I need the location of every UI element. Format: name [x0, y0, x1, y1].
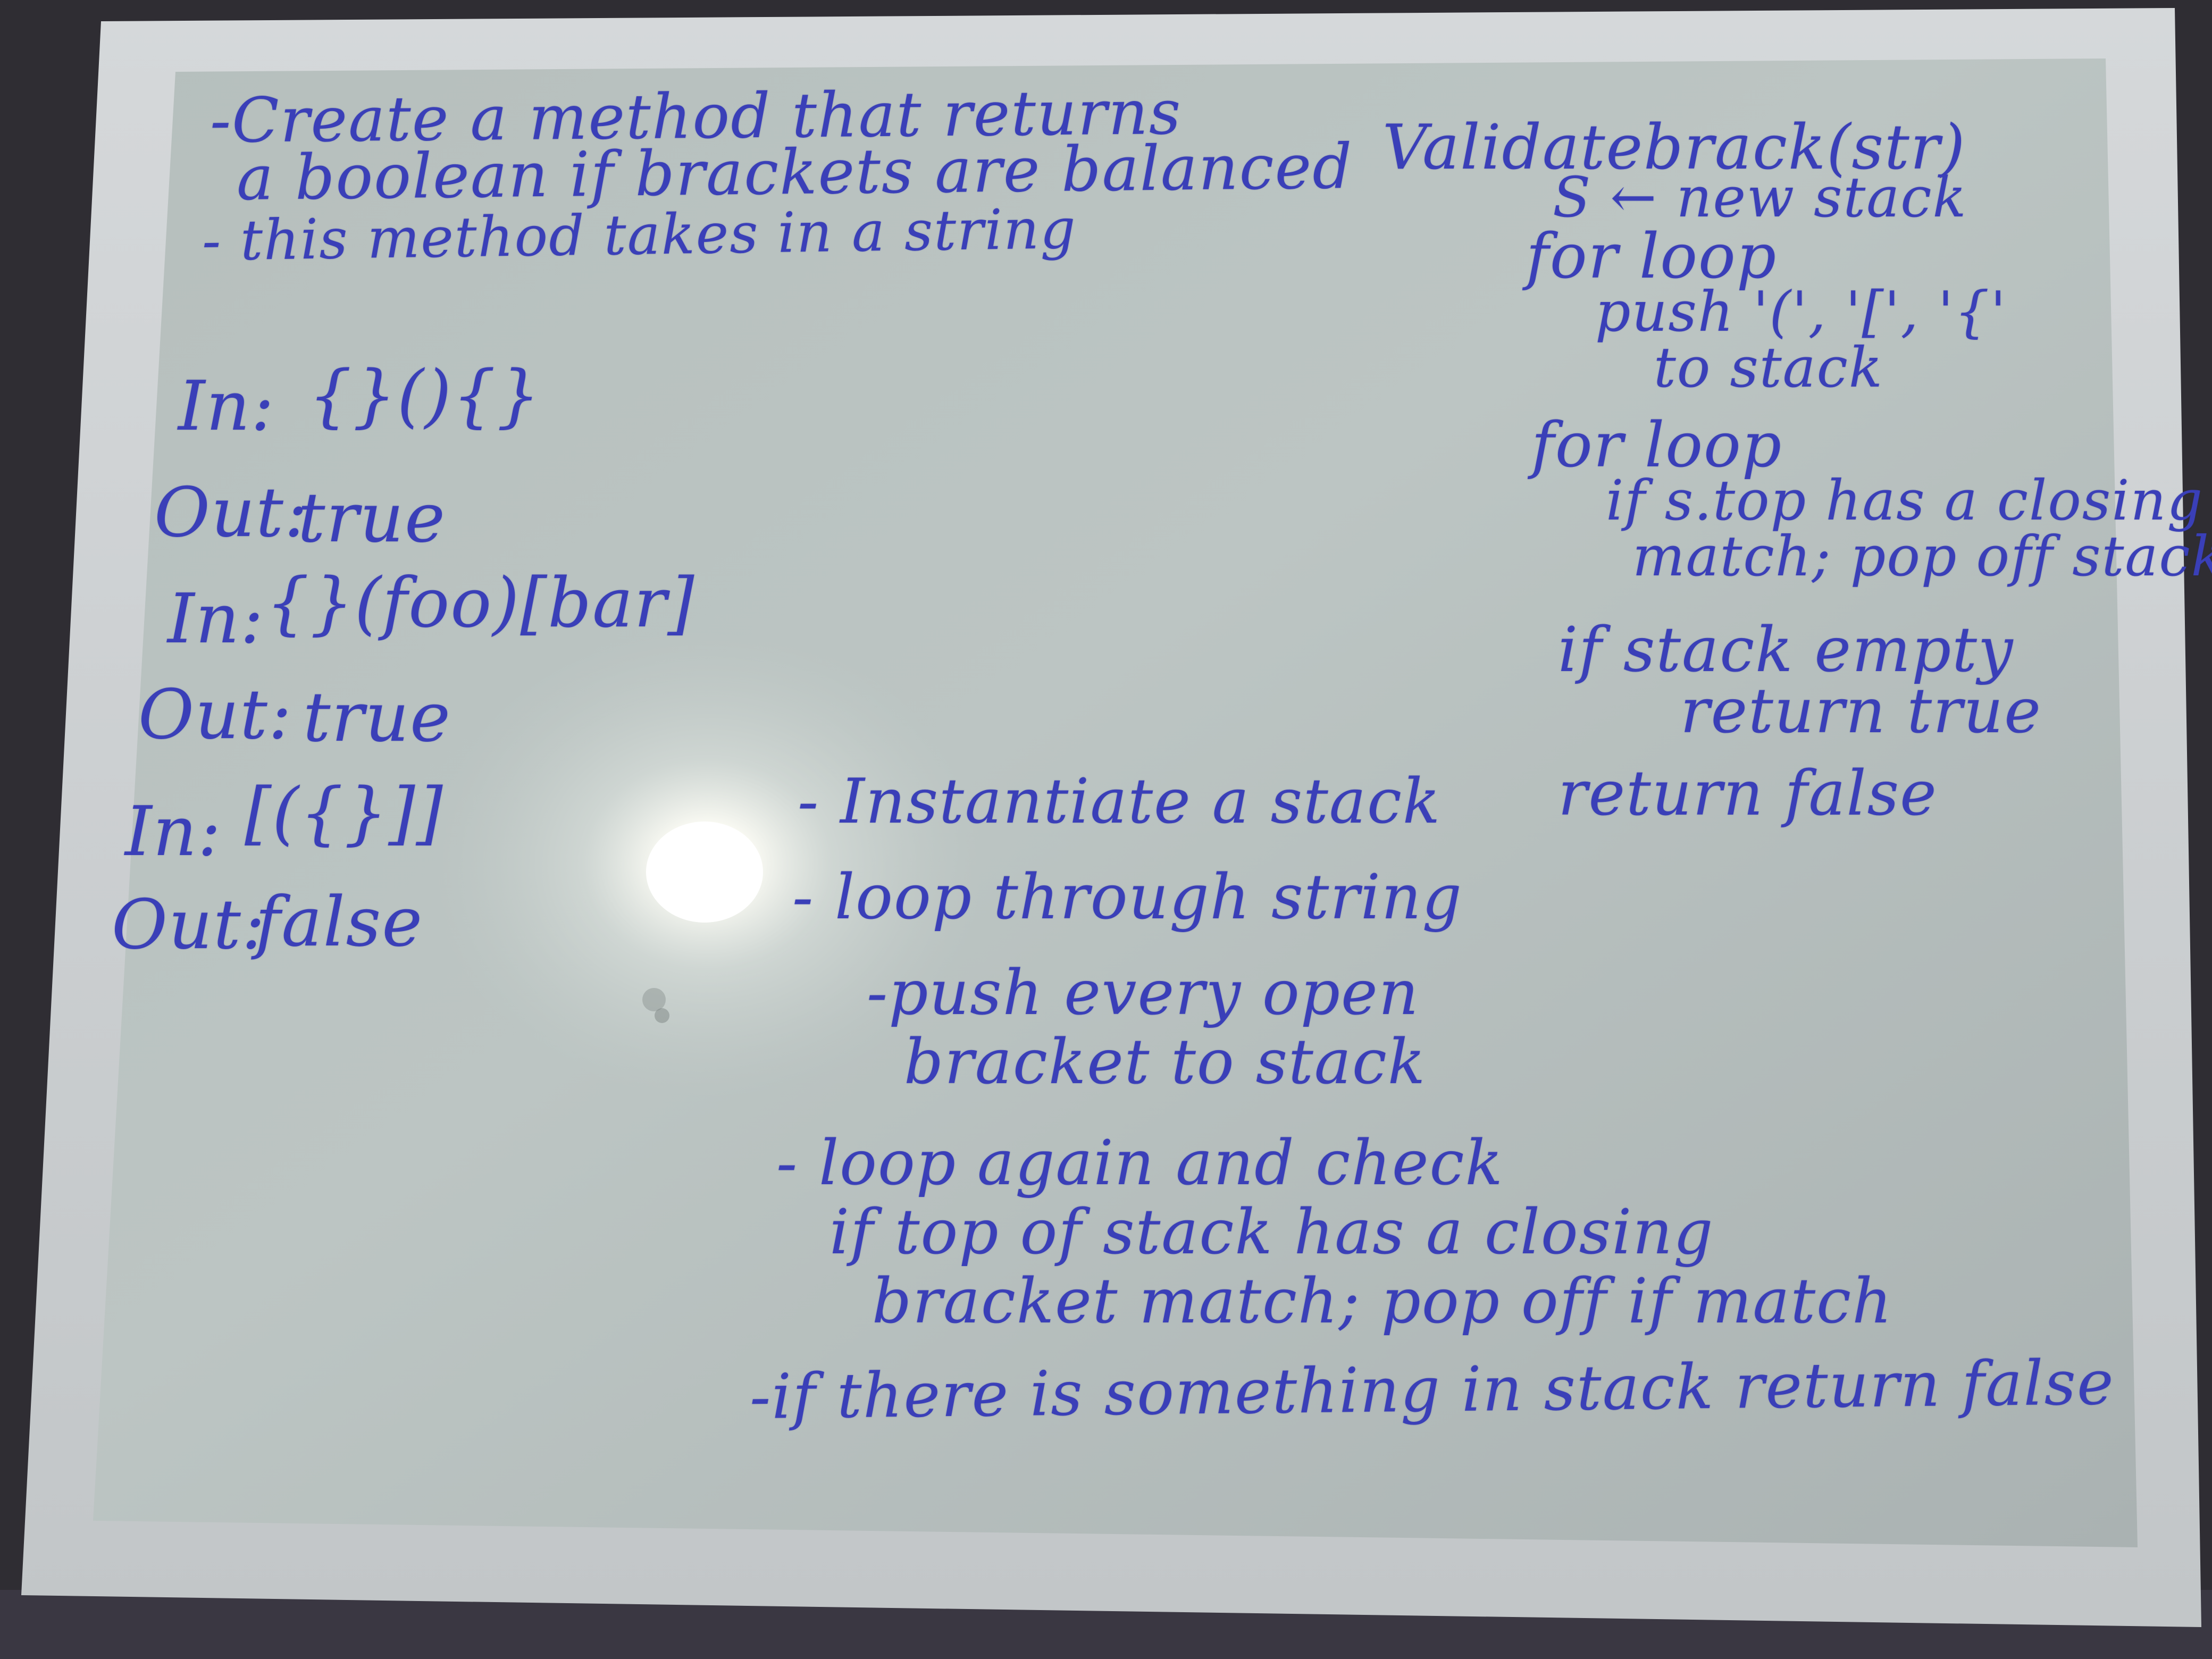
pseudocode-if-line-1: if s.top has a closing — [1606, 468, 2204, 533]
approach-step-2a-line-2: bracket to stack — [904, 1026, 1427, 1098]
board-surface — [93, 58, 2138, 1547]
example-1-out-label: Out: — [154, 473, 308, 552]
pseudocode-if-line-2: match; pop off stack — [1632, 524, 2212, 589]
approach-step-1: - Instantiate a stack — [798, 766, 1442, 837]
example-2-out-value: true — [303, 678, 451, 757]
problem-line-3: - this method takes in a string — [202, 196, 1077, 273]
pseudocode-signature: Validatebrack(str) — [1382, 112, 1966, 183]
pseudocode-return-true: return true — [1680, 675, 2042, 747]
approach-step-3a-line-1: if top of stack has a closing — [830, 1196, 1714, 1268]
example-1-in-value: {}(){} — [308, 356, 541, 435]
pseudocode-if-empty: if stack empty — [1558, 614, 2014, 686]
example-1-in-label: In: — [178, 367, 275, 446]
pseudocode-for-loop-2: for loop — [1531, 409, 1783, 481]
approach-step-2a-line-1: -push every open — [867, 957, 1420, 1029]
pseudocode-return-false: return false — [1558, 758, 1938, 830]
example-3-in-label: In: — [125, 792, 222, 872]
example-1-out-value: true — [298, 479, 446, 558]
approach-step-2: - loop through string — [792, 861, 1463, 933]
example-3-out-value: false — [255, 883, 424, 962]
example-3-out-label: Out: — [112, 885, 266, 965]
example-3-in-value: [({}]] — [245, 774, 444, 853]
pseudocode-for-loop-1: for loop — [1526, 221, 1778, 292]
pseudocode-new-stack: S ← new stack — [1553, 165, 1967, 230]
example-2-in-label: In: — [167, 580, 265, 659]
pseudocode-push-line-2: to stack — [1654, 335, 1883, 400]
example-2-in-value: {}(foo)[bar] — [266, 564, 696, 643]
approach-step-3a-line-2: bracket match; pop off if match — [872, 1266, 1893, 1337]
approach-step-3: - loop again and check — [776, 1127, 1504, 1199]
pseudocode-push-line-1: push '(', '[', '{' — [1595, 279, 2007, 344]
example-2-out-label: Out: — [138, 675, 292, 755]
approach-step-4: -if there is something in stack return f… — [749, 1347, 2115, 1433]
